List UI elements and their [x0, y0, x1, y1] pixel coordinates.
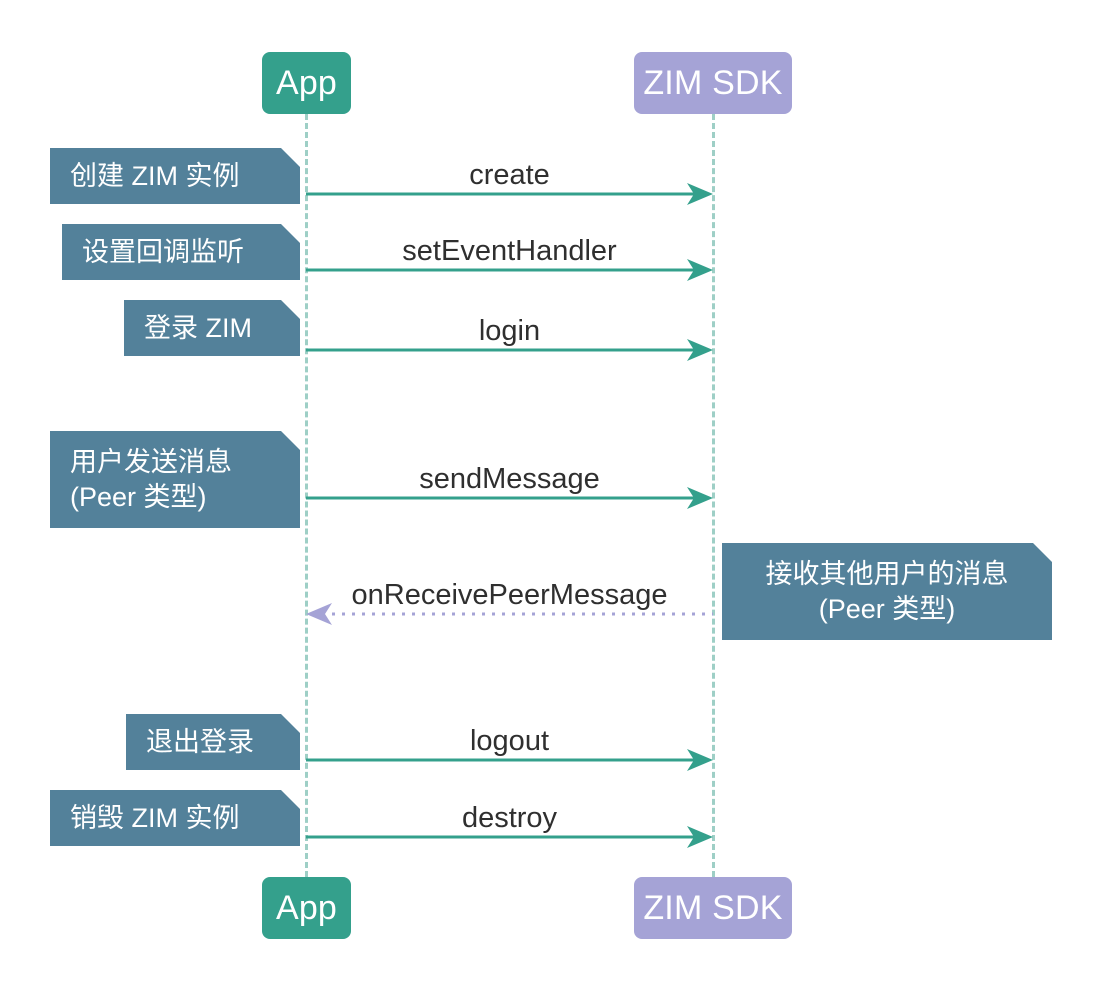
message-label: login: [478, 315, 541, 347]
message-label: sendMessage: [419, 463, 600, 495]
actor-label-app: App: [275, 889, 338, 927]
note-text-line: (Peer 类型): [818, 593, 956, 624]
note-send-message[interactable]: 用户发送消息 (Peer 类型): [50, 431, 300, 528]
message-label: logout: [469, 725, 549, 757]
note-set-event-handler[interactable]: 设置回调监听: [62, 224, 300, 280]
message-arrow: [306, 259, 713, 281]
note-text-line: 用户发送消息: [70, 446, 232, 477]
lifeline-sdk: [712, 114, 715, 877]
actor-box-app-top[interactable]: App: [262, 52, 351, 114]
note-text-line: 接收其他用户的消息: [765, 558, 1009, 589]
message-arrow: [306, 603, 713, 625]
actor-label-app: App: [275, 64, 338, 102]
msg-destroy[interactable]: destroy: [306, 792, 713, 848]
message-arrow: [306, 339, 713, 361]
msg-create[interactable]: create: [306, 150, 713, 205]
note-create[interactable]: 创建 ZIM 实例: [50, 148, 300, 204]
message-label: create: [469, 159, 550, 191]
note-text-line: 设置回调监听: [82, 236, 244, 267]
message-arrow: [306, 487, 713, 509]
actor-box-sdk-bottom[interactable]: ZIM SDK: [634, 877, 792, 939]
actor-box-app-bottom[interactable]: App: [262, 877, 351, 939]
message-arrow: [306, 749, 713, 771]
message-label: onReceivePeerMessage: [351, 579, 668, 611]
note-receive-message[interactable]: 接收其他用户的消息 (Peer 类型): [722, 543, 1052, 640]
note-text-line: (Peer 类型): [70, 481, 207, 512]
actor-box-sdk-top[interactable]: ZIM SDK: [634, 52, 792, 114]
actor-label-sdk: ZIM SDK: [643, 889, 783, 927]
note-text-line: 登录 ZIM: [144, 312, 252, 343]
message-arrow: [306, 183, 713, 205]
msg-set-event-handler[interactable]: setEventHandler: [306, 226, 713, 281]
msg-send-message[interactable]: sendMessage: [306, 453, 713, 509]
note-logout[interactable]: 退出登录: [126, 714, 300, 770]
note-login[interactable]: 登录 ZIM: [124, 300, 300, 356]
msg-logout[interactable]: logout: [306, 714, 713, 771]
msg-login[interactable]: login: [306, 305, 713, 361]
message-label: setEventHandler: [402, 235, 617, 267]
actor-label-sdk: ZIM SDK: [643, 64, 783, 102]
lifeline-app: [305, 114, 308, 877]
msg-on-receive-peer-message[interactable]: onReceivePeerMessage: [306, 568, 713, 625]
note-text-line: 退出登录: [146, 726, 254, 757]
message-arrow: [306, 826, 713, 848]
note-text-line: 创建 ZIM 实例: [70, 160, 240, 191]
message-label: destroy: [461, 802, 558, 834]
note-text-line: 销毁 ZIM 实例: [70, 802, 240, 833]
note-destroy[interactable]: 销毁 ZIM 实例: [50, 790, 300, 846]
